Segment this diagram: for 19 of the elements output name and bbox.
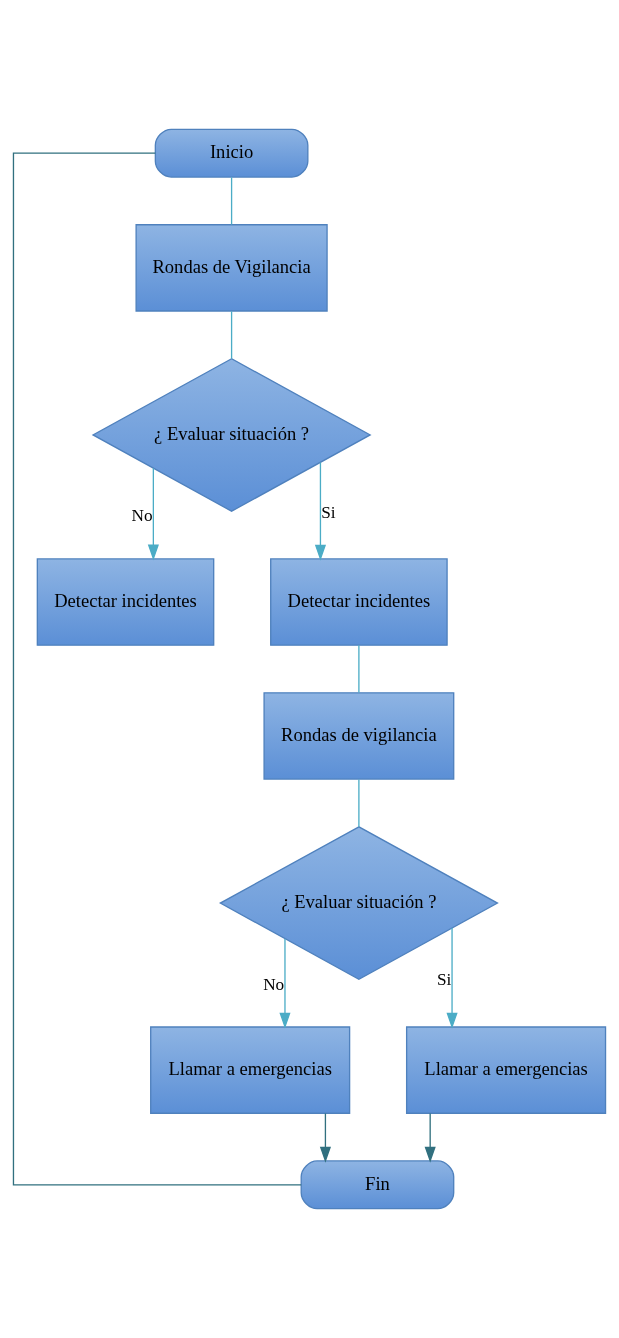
- connector: [358, 778, 360, 828]
- node-box: Inicio: [154, 128, 309, 178]
- arrow: [319, 1112, 331, 1163]
- connector: [12, 152, 302, 1186]
- node-box: Rondas de Vigilancia: [135, 224, 328, 312]
- node-box: Llamar a emergencias: [150, 1026, 351, 1114]
- node-box: Fin: [300, 1160, 455, 1210]
- connector: [230, 176, 233, 226]
- arrow: [446, 927, 458, 1029]
- arrow: [314, 461, 326, 561]
- connector: [358, 644, 360, 694]
- node-box: Detectar incidentes: [270, 558, 448, 646]
- node-box: Llamar a emergencias: [405, 1026, 607, 1114]
- node-box: Rondas de vigilancia: [263, 692, 455, 780]
- connector: [230, 310, 233, 360]
- arrow: [279, 938, 291, 1029]
- arrow: [424, 1112, 436, 1163]
- node-box: Detectar incidentes: [36, 558, 215, 646]
- arrow: [147, 467, 159, 561]
